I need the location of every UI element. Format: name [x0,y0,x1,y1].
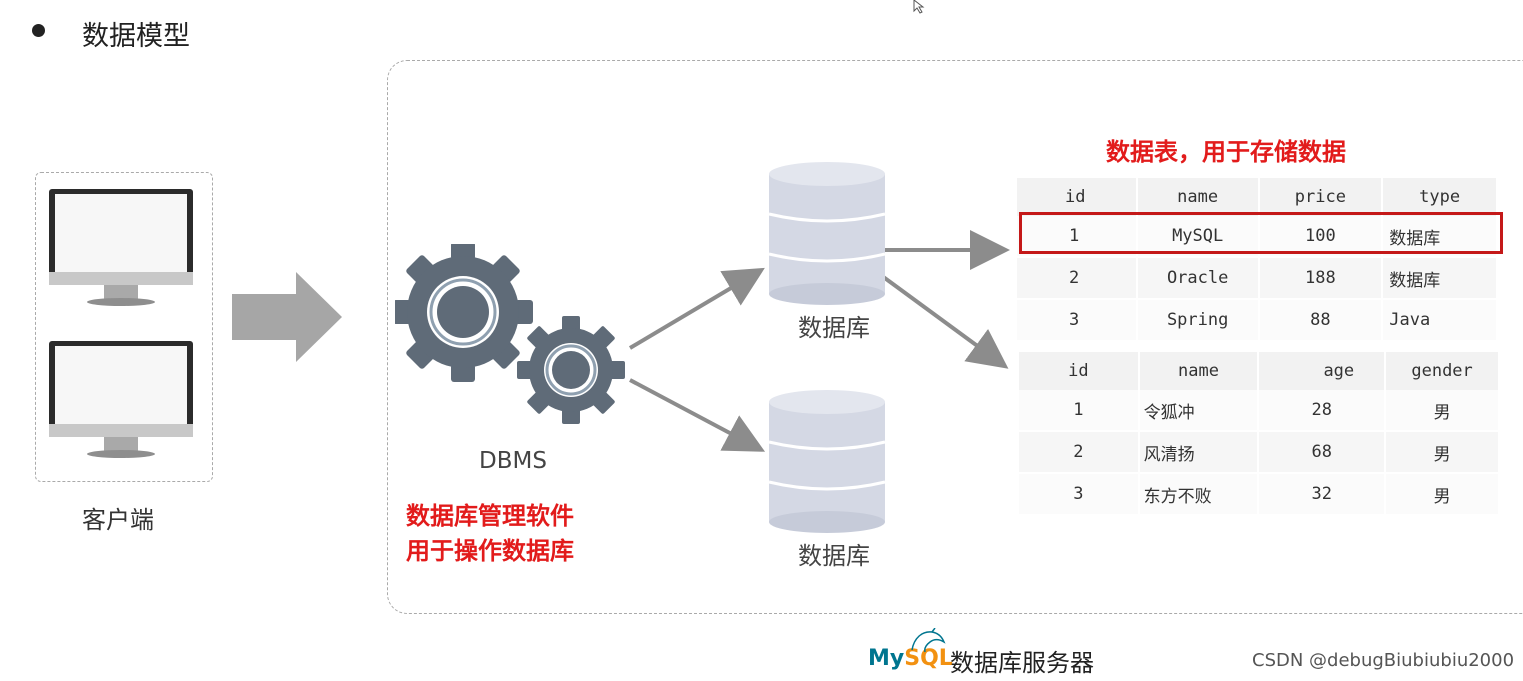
bullet-dot [32,24,45,37]
arrow-db-to-table2 [882,276,1002,364]
mysql-logo-my: My [868,646,904,671]
database-label-2: 数据库 [798,536,870,571]
database-label-1: 数据库 [798,308,870,343]
table-row: 2 风清扬 68 男 [1019,431,1499,473]
table-row: 2 Oracle 188 数据库 [1017,257,1497,299]
table-cell: 188 [1259,257,1383,299]
cursor-icon [912,0,928,14]
database-icon [766,160,888,306]
table-header-row: id name age gender [1019,352,1499,390]
table-header-cell: type [1382,178,1497,216]
watermark: CSDN @debugBiubiubiu2000 [1252,650,1514,671]
gear-icon [395,244,533,382]
users-table: id name age gender 1 令狐冲 28 男 2 风清扬 68 男… [1019,352,1500,516]
table-row: 3 Spring 88 Java [1017,299,1497,341]
big-arrow-icon [232,272,344,362]
gear-icon [517,316,625,424]
table-cell: 28 [1258,390,1385,431]
dbms-label: DBMS [479,448,547,474]
table-cell: 数据库 [1382,257,1497,299]
client-label: 客户端 [82,500,154,535]
table-header-cell: age [1258,352,1385,390]
table-row: 3 东方不败 32 男 [1019,473,1499,515]
table-cell: 3 [1019,473,1139,515]
tables-note: 数据表，用于存储数据 [1106,135,1346,170]
table-cell: 3 [1017,299,1137,341]
table-cell: Java [1382,299,1497,341]
table-cell: 男 [1385,473,1499,515]
table-cell: 令狐冲 [1139,390,1259,431]
table-cell: 88 [1259,299,1383,341]
table-header-cell: price [1259,178,1383,216]
dbms-note-line2: 用于操作数据库 [406,534,574,569]
table-header-row: id name price type [1017,178,1497,216]
table-header-cell: name [1139,352,1259,390]
dolphin-icon [908,628,948,654]
table-cell: 风清扬 [1139,431,1259,473]
table-header-cell: gender [1385,352,1499,390]
table-cell: 1 [1019,390,1139,431]
monitor-icon [49,189,193,306]
row-highlight-box [1019,212,1503,254]
table-row: 1 令狐冲 28 男 [1019,390,1499,431]
table-cell: 男 [1385,431,1499,473]
monitor-icon [49,341,193,458]
page-title: 数据模型 [82,14,190,53]
table-cell: 东方不败 [1139,473,1259,515]
table-header-cell: name [1137,178,1259,216]
table-cell: 68 [1258,431,1385,473]
dbms-gears [395,244,630,426]
table-cell: Spring [1137,299,1259,341]
table-cell: 2 [1019,431,1139,473]
database-icon [766,388,888,534]
table-header-cell: id [1019,352,1139,390]
products-table: id name price type 1 MySQL 100 数据库 2 Ora… [1017,178,1498,342]
server-label: 数据库服务器 [950,643,1094,678]
table-cell: 男 [1385,390,1499,431]
arrow-dbms-to-db2 [630,380,758,448]
dbms-note-line1: 数据库管理软件 [406,499,574,534]
table-cell: Oracle [1137,257,1259,299]
client-monitors [46,186,198,466]
table-cell: 2 [1017,257,1137,299]
table-cell: 32 [1258,473,1385,515]
table-header-cell: id [1017,178,1137,216]
arrow-dbms-to-db1 [630,272,758,348]
dbms-note: 数据库管理软件 用于操作数据库 [406,499,574,569]
